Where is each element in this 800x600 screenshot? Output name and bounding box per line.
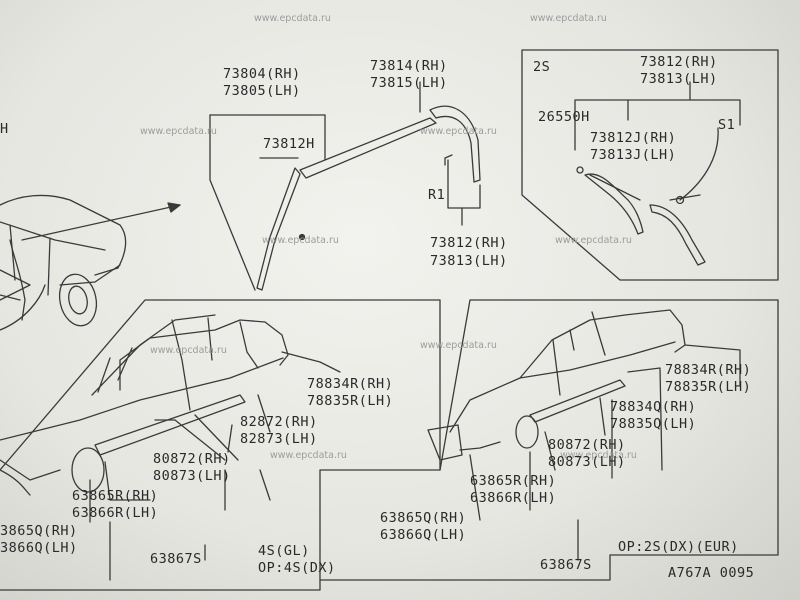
watermark: www.epcdata.ru (530, 13, 607, 24)
watermark: www.epcdata.ru (555, 235, 632, 246)
part-label: 82873(LH) (240, 431, 318, 447)
variant-note: 4S(GL) (258, 543, 310, 559)
variant-note: OP:2S(DX)(EUR) (618, 539, 739, 555)
part-label: H (0, 121, 9, 137)
bottom-right-panel (319, 299, 779, 581)
part-label: 63865Q(RH) (380, 510, 467, 526)
part-label: S1 (718, 117, 736, 133)
watermark: www.epcdata.ru (140, 126, 217, 137)
part-label: 73814(RH) (370, 58, 448, 74)
part-label: 63866R(LH) (72, 505, 159, 521)
watermark: www.epcdata.ru (270, 450, 347, 461)
part-label: 73813(LH) (640, 71, 718, 87)
callout-arrow (21, 202, 181, 241)
part-label: 63866Q(LH) (380, 527, 467, 543)
part-label: 80873(LH) (548, 454, 626, 470)
part-label: 73805(LH) (223, 83, 301, 99)
part-label: 78834R(RH) (307, 376, 394, 392)
part-label: 73815(LH) (370, 75, 448, 91)
part-label: 73812(RH) (640, 54, 718, 70)
upper-left-car-illustration (0, 194, 127, 331)
part-label: 73813(LH) (430, 253, 508, 269)
part-label: 3866Q(LH) (0, 540, 78, 556)
part-label: 3865Q(RH) (0, 523, 78, 539)
inset-variant-label: 2S (533, 59, 551, 75)
watermark: www.epcdata.ru (560, 450, 637, 461)
part-label: 78835R(LH) (307, 393, 394, 409)
part-label: 63865R(RH) (72, 488, 159, 504)
variant-note: OP:4S(DX) (258, 560, 336, 576)
watermark: www.epcdata.ru (262, 235, 339, 246)
part-label: 63866R(LH) (470, 490, 557, 506)
part-label: 73813J(LH) (590, 147, 677, 163)
watermark: www.epcdata.ru (420, 340, 497, 351)
figure-code: A767A 0095 (668, 565, 755, 581)
part-label: 78834Q(RH) (610, 399, 697, 415)
part-label: 80872(RH) (153, 451, 231, 467)
part-label: 78835Q(LH) (610, 416, 697, 432)
watermark: www.epcdata.ru (254, 13, 331, 24)
part-label: 78835R(LH) (665, 379, 752, 395)
inset-2s-frame (521, 49, 779, 281)
part-label: 73812H (263, 136, 315, 152)
part-label: 82872(RH) (240, 414, 318, 430)
part-label: 80872(RH) (548, 437, 626, 453)
part-label: 73804(RH) (223, 66, 301, 82)
part-label: 73812(RH) (430, 235, 508, 251)
part-label: 63867S (150, 551, 202, 567)
watermark: www.epcdata.ru (420, 126, 497, 137)
part-label: 73812J(RH) (590, 130, 677, 146)
part-label: 80873(LH) (153, 468, 231, 484)
part-label: R1 (428, 187, 446, 203)
roof-molding-parts (209, 81, 481, 291)
part-label: 26550H (538, 109, 590, 125)
part-label: 78834R(RH) (665, 362, 752, 378)
watermark: www.epcdata.ru (150, 345, 227, 356)
part-label: 63867S (540, 557, 592, 573)
part-label: 63865R(RH) (470, 473, 557, 489)
